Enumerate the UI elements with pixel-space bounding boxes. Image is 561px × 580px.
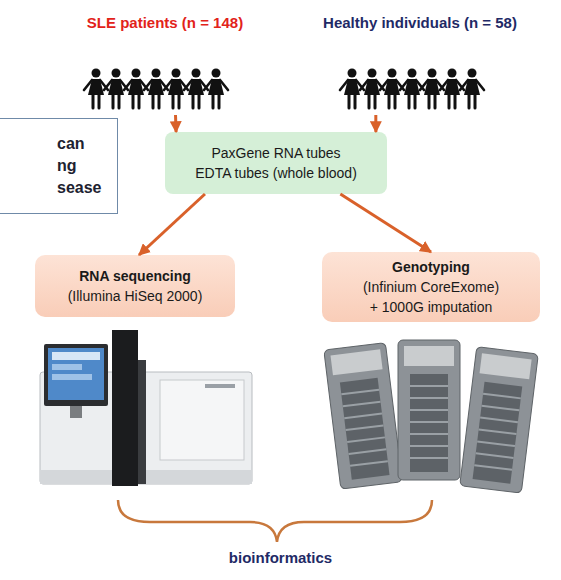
sample-box: PaxGene RNA tubesEDTA tubes (whole blood… [165,132,387,194]
node-text: (Infinium CoreExome) [363,277,499,297]
node-text: PaxGene RNA tubes [211,143,340,163]
patient-figures [84,69,228,109]
node-text: Genotyping [392,257,470,277]
node-text: EDTA tubes (whole blood) [195,163,357,183]
node-text: RNA sequencing [79,266,191,286]
node-text: SLE patients (n = 148) [87,14,243,31]
section-label: bioinformatics [0,549,561,566]
node-text: (Illumina HiSeq 2000) [68,286,203,306]
flow-arrow [174,115,178,132]
genotyping-chips [324,340,538,493]
flow-arrow [139,194,205,255]
flow-arrow [340,194,431,252]
cropped-box: can ng sease [0,118,118,214]
sequencer-illustration [40,330,252,486]
patient-group: SLE patients (n = 148) [60,8,270,115]
node-text: can ng sease [57,133,105,199]
curly-brace [118,500,432,542]
process-box: RNA sequencing(Illumina HiSeq 2000) [35,255,235,317]
flow-arrow [374,115,377,132]
process-box: Genotyping(Infinium CoreExome)+ 1000G im… [322,252,540,322]
control-group: Healthy individuals (n = 58) [290,8,550,115]
node-text: Healthy individuals (n = 58) [323,14,517,31]
healthy-figures [340,69,484,109]
node-text: + 1000G imputation [370,297,493,317]
